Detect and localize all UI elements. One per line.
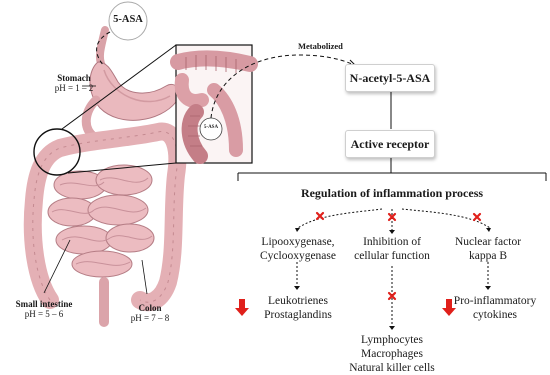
stomach-name: Stomach <box>57 73 91 83</box>
colon-organ <box>23 122 187 312</box>
block-mark-middle <box>387 212 397 222</box>
result-right-line1: Pro-inflammatory <box>453 295 537 307</box>
result-lymphocytes: Lymphocytes Macrophages Natural killer c… <box>337 333 447 375</box>
colon-label: Colon pH = 7 – 8 <box>128 303 172 323</box>
magnifier-circle <box>33 128 81 176</box>
branch-lipooxygenase: Lipooxygenase, Cyclooxygenase <box>238 235 358 263</box>
result-middle-line1: Lymphocytes <box>361 334 423 346</box>
result-left-line2: Prostaglandins <box>264 309 332 321</box>
branch-middle-line1: Inhibition of <box>363 236 421 248</box>
result-middle-line3: Natural killer cells <box>349 362 435 374</box>
branch-nuclear-factor: Nuclear factor kappa B <box>438 235 538 263</box>
stomach-ph: pH = 1 – 2 <box>54 83 94 93</box>
branch-right-line1: Nuclear factor <box>454 236 522 248</box>
branch-left-line2: Cyclooxygenase <box>259 250 336 262</box>
block-mark-left <box>315 211 325 221</box>
colon-name: Colon <box>138 303 162 313</box>
inset-intestine <box>170 50 258 164</box>
result-left-line1: Leukotrienes <box>267 295 329 307</box>
stomach-label: Stomach pH = 1 – 2 <box>44 73 104 93</box>
metabolite-box: N-acetyl-5-ASA <box>345 64 435 92</box>
small-intestine-ph: pH = 5 – 6 <box>24 309 64 319</box>
inhibition-marks <box>315 211 482 301</box>
inset-drug-label: 5-ASA <box>203 125 219 130</box>
drug-label: 5-ASA <box>113 14 143 25</box>
down-arrow-left <box>235 299 249 316</box>
colon-ph: pH = 7 – 8 <box>130 313 170 323</box>
block-mark-cellular <box>387 291 397 301</box>
branch-right-line2: kappa B <box>468 250 507 262</box>
result-middle-line2: Macrophages <box>361 348 423 360</box>
down-arrow-right <box>442 299 456 316</box>
branch-cellular-function: Inhibition of cellular function <box>342 235 442 263</box>
branch-middle-line2: cellular function <box>354 250 430 262</box>
block-mark-right <box>472 212 482 222</box>
branch-left-line1: Lipooxygenase, <box>261 236 335 248</box>
result-cytokines: Pro-inflammatory cytokines <box>440 294 550 322</box>
receptor-box: Active receptor <box>345 130 435 158</box>
result-leukotrienes: Leukotrienes Prostaglandins <box>248 294 348 322</box>
drug-circle <box>108 1 148 41</box>
regulation-title: Regulation of inflammation process <box>300 186 484 200</box>
esophagus <box>95 26 109 70</box>
small-intestine-label: Small intestine pH = 5 – 6 <box>4 299 84 319</box>
small-intestine-name: Small intestine <box>15 299 73 309</box>
result-right-line2: cytokines <box>472 309 518 321</box>
small-intestine-organ <box>47 164 155 278</box>
metabolized-label: Metabolized <box>298 41 343 51</box>
